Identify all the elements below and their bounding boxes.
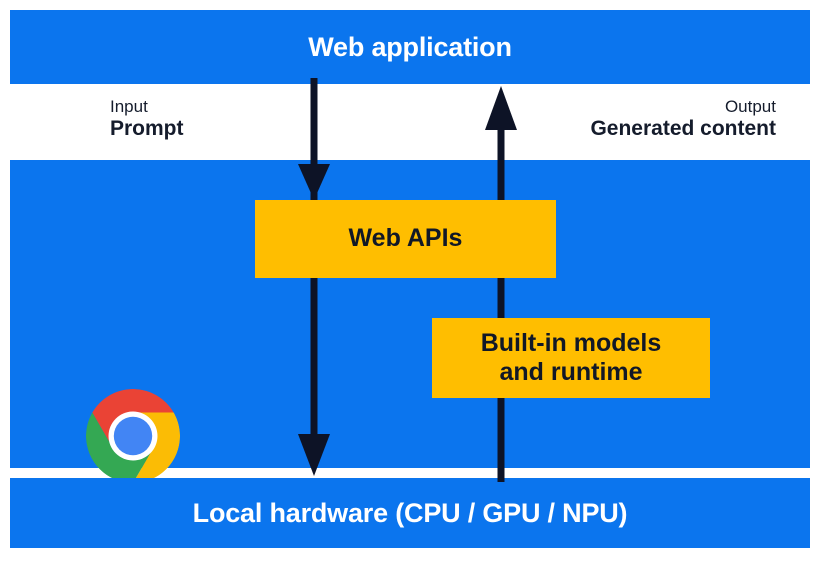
generated-content-up-arrow — [485, 86, 517, 482]
band-local-hardware: Local hardware (CPU / GPU / NPU) — [10, 478, 810, 548]
io-input-value: Prompt — [110, 117, 184, 141]
io-output-group: Output Generated content — [590, 97, 776, 141]
box-builtin-models-label-line2: and runtime — [499, 358, 643, 386]
box-web-apis-label: Web APIs — [348, 224, 463, 253]
box-builtin-models: Built-in models and runtime — [432, 318, 710, 398]
io-input-group: Input Prompt — [110, 97, 184, 141]
band-local-hardware-label: Local hardware (CPU / GPU / NPU) — [192, 497, 628, 528]
band-web-application-label: Web application — [308, 31, 512, 62]
io-input-kicker: Input — [110, 97, 148, 116]
prompt-down-arrow — [298, 78, 330, 476]
box-builtin-models-label-line1: Built-in models — [480, 328, 662, 357]
box-web-apis: Web APIs — [255, 200, 556, 278]
io-output-value: Generated content — [590, 117, 776, 141]
io-output-kicker: Output — [724, 97, 776, 116]
chrome-logo-icon — [86, 388, 180, 484]
band-web-application: Web application — [10, 10, 810, 84]
